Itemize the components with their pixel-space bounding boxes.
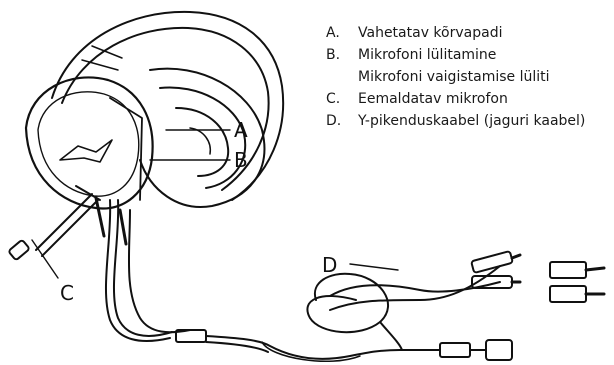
callout-a: A <box>234 118 248 142</box>
legend-text: Vahetatav kõrvapadi <box>358 22 502 44</box>
legend-text: Mikrofoni lülitamine <box>358 44 496 66</box>
legend-letter: C. <box>326 88 358 110</box>
legend-text: Mikrofoni vaigistamise lüliti <box>358 66 550 88</box>
legend-item-d: D. Y-pikenduskaabel (jaguri kaabel) <box>326 110 585 132</box>
legend-item-a: A. Vahetatav kõrvapadi <box>326 22 585 44</box>
legend-text: Eemaldatav mikrofon <box>358 88 508 110</box>
callout-c: C <box>60 281 74 305</box>
callout-d: D <box>322 253 337 277</box>
legend-letter: B. <box>326 44 358 66</box>
legend-letter: A. <box>326 22 358 44</box>
legend: A. Vahetatav kõrvapadi B. Mikrofoni lüli… <box>326 22 585 132</box>
legend-item-b-line2: Mikrofoni vaigistamise lüliti <box>326 66 585 88</box>
ear-cup <box>26 77 153 208</box>
legend-text: Y-pikenduskaabel (jaguri kaabel) <box>358 110 585 132</box>
detachable-microphone <box>8 186 100 260</box>
callout-b: B <box>234 148 248 172</box>
y-extension-cable <box>307 251 604 360</box>
headset-cable <box>96 198 400 361</box>
callout-line-d <box>350 264 398 270</box>
legend-item-c: C. Eemaldatav mikrofon <box>326 88 585 110</box>
callout-line-c <box>32 240 58 278</box>
legend-letter: D. <box>326 110 358 132</box>
legend-item-b: B. Mikrofoni lülitamine <box>326 44 585 66</box>
